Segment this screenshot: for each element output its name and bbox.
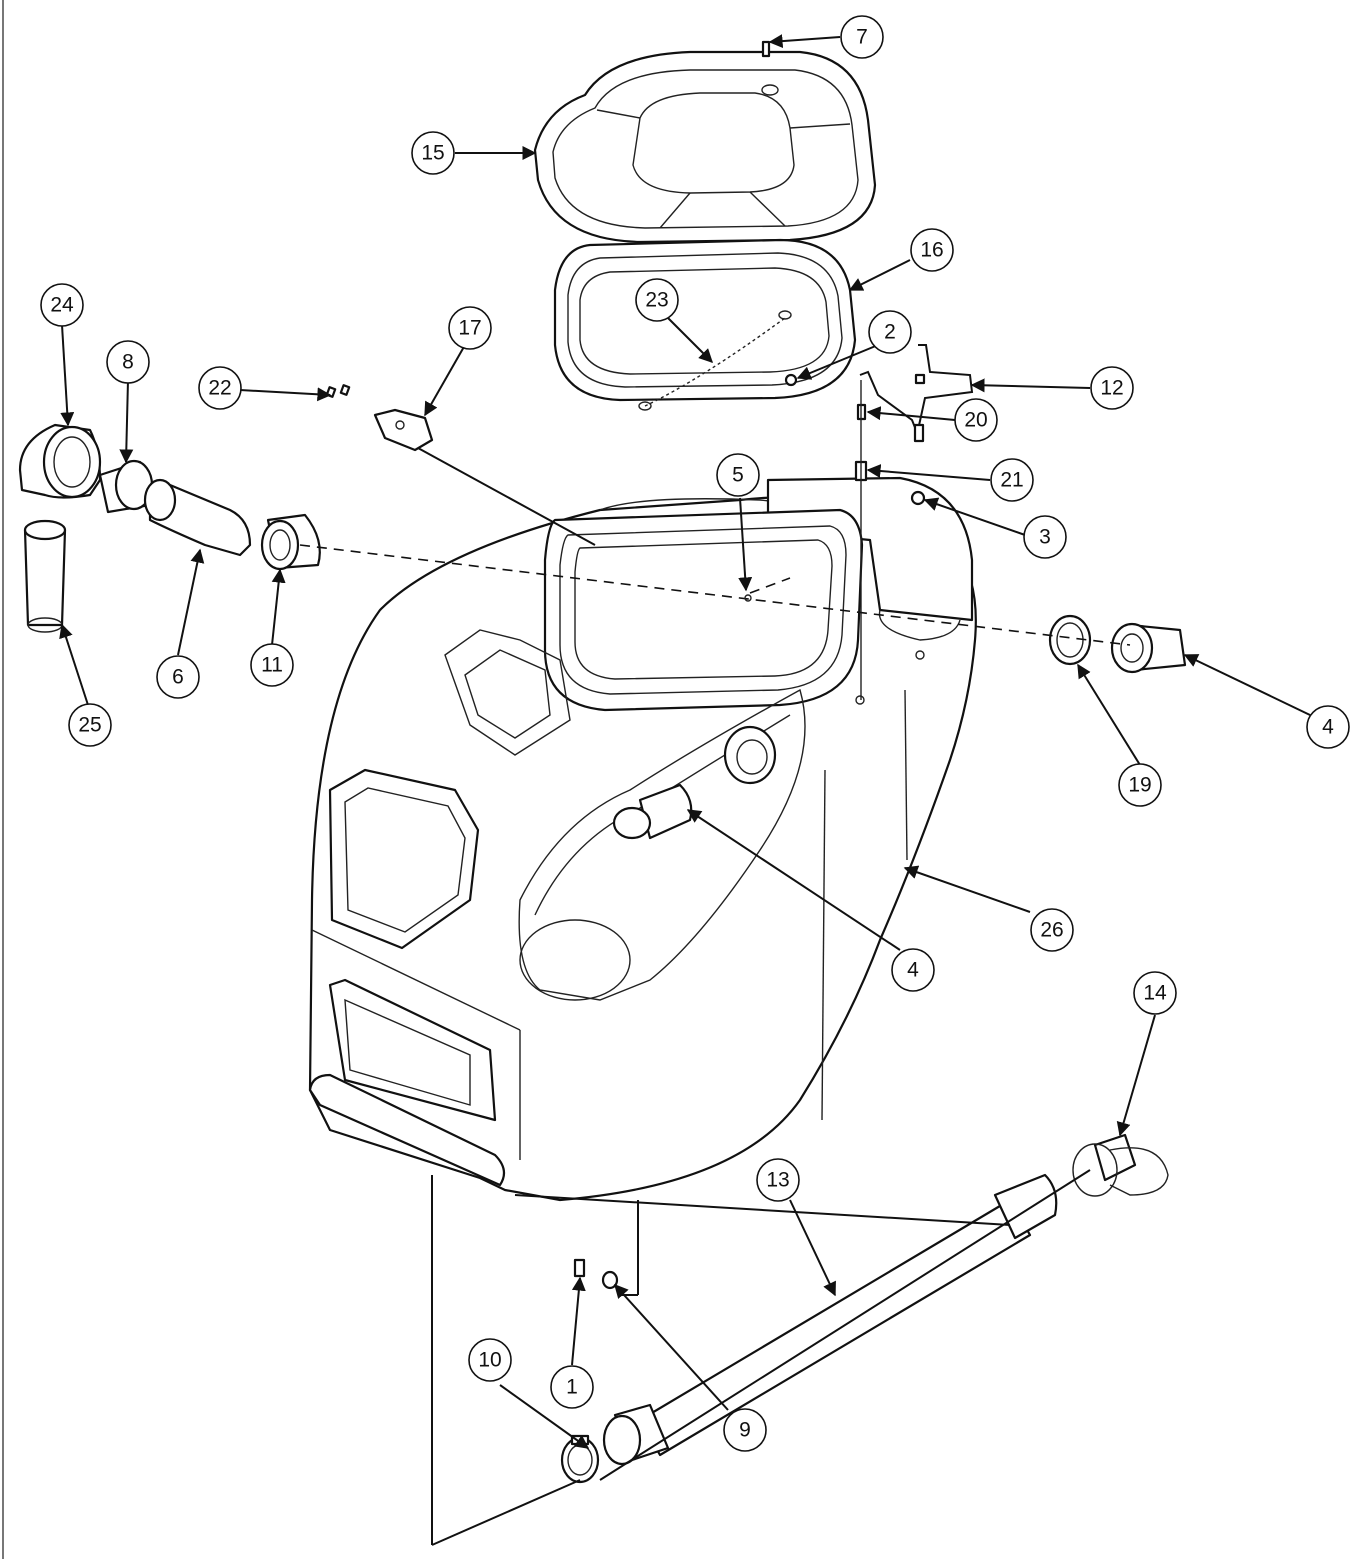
part-elbow — [18, 423, 102, 499]
callout-24: 24 — [40, 283, 84, 327]
callout-label: 16 — [920, 239, 943, 262]
callout-16: 16 — [910, 228, 954, 272]
callout-label: 4 — [1322, 716, 1334, 739]
callout-label: 7 — [856, 26, 868, 49]
part-nut-2 — [784, 373, 798, 387]
callout-label: 22 — [208, 377, 231, 400]
callout-label: 1 — [566, 1376, 578, 1399]
part-coupler-8 — [98, 459, 154, 514]
callout-8: 8 — [106, 340, 150, 384]
callout-22: 22 — [198, 366, 242, 410]
callout-15: 15 — [411, 131, 455, 175]
callout-11: 11 — [250, 643, 294, 687]
callout-label: 23 — [645, 289, 668, 312]
callout-4-side: 4 — [891, 948, 935, 992]
callout-label: 26 — [1040, 919, 1063, 942]
callout-12: 12 — [1090, 366, 1134, 410]
callout-label: 5 — [732, 464, 744, 487]
callout-9: 9 — [723, 1408, 767, 1452]
callout-25: 25 — [68, 703, 112, 747]
callout-10: 10 — [468, 1338, 512, 1382]
callout-label: 17 — [458, 317, 481, 340]
callout-label: 13 — [766, 1169, 789, 1192]
callout-4-right: 4 — [1306, 705, 1350, 749]
part-screws-22 — [325, 384, 351, 398]
callout-1: 1 — [550, 1365, 594, 1409]
part-washer-19 — [1048, 614, 1092, 666]
callout-20: 20 — [954, 398, 998, 442]
callout-label: 25 — [78, 714, 101, 737]
part-bolt-1 — [573, 1258, 586, 1278]
callout-6: 6 — [156, 655, 200, 699]
callout-17: 17 — [448, 306, 492, 350]
part-fitting-4-side — [612, 783, 693, 840]
callout-label: 2 — [884, 321, 896, 344]
part-lid — [533, 50, 877, 244]
part-drain-hose — [602, 1173, 1058, 1466]
callout-label: 9 — [739, 1419, 751, 1442]
leader-lines — [59, 34, 1311, 1449]
callout-label: 10 — [478, 1349, 501, 1372]
part-screw-7 — [761, 40, 771, 58]
part-gasket — [553, 238, 857, 402]
part-nut-3 — [910, 490, 926, 506]
callout-label: 11 — [261, 654, 283, 677]
callout-7: 7 — [840, 15, 884, 59]
callout-14: 14 — [1133, 971, 1177, 1015]
callout-26: 26 — [1030, 908, 1074, 952]
callout-label: 21 — [1000, 469, 1023, 492]
part-washer-9 — [601, 1270, 619, 1290]
callout-label: 4 — [907, 959, 919, 982]
callout-label: 3 — [1039, 526, 1051, 549]
part-fitting-4-right — [1110, 622, 1187, 674]
part-handle-12 — [859, 344, 974, 443]
callout-23: 23 — [635, 278, 679, 322]
part-bracket-17 — [373, 408, 434, 452]
part-tether — [644, 317, 786, 407]
part-tank-body — [308, 476, 977, 1202]
part-coupler-25 — [23, 519, 67, 633]
callout-5: 5 — [716, 453, 760, 497]
part-cap-14 — [1072, 1133, 1169, 1197]
part-coupler-11 — [260, 513, 321, 571]
callout-label: 6 — [172, 666, 184, 689]
part-pipe-6 — [143, 478, 252, 557]
callout-label: 19 — [1128, 774, 1151, 797]
callout-13: 13 — [756, 1158, 800, 1202]
callout-label: 12 — [1100, 377, 1123, 400]
callout-2: 2 — [868, 310, 912, 354]
callout-label: 20 — [964, 409, 987, 432]
callout-21: 21 — [990, 458, 1034, 502]
callout-label: 24 — [50, 294, 74, 317]
callout-label: 15 — [421, 142, 444, 165]
callout-19: 19 — [1118, 763, 1162, 807]
callout-label: 14 — [1143, 982, 1167, 1005]
callout-3: 3 — [1023, 515, 1067, 559]
callout-label: 8 — [122, 351, 134, 374]
